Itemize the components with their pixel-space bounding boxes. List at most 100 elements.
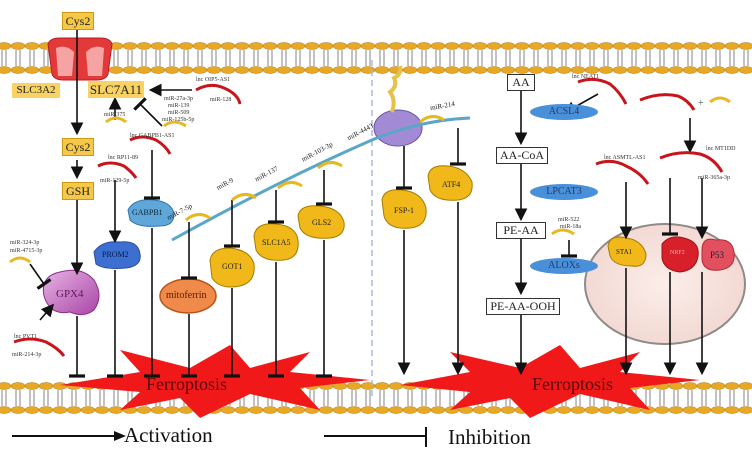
lipid-head (234, 406, 250, 414)
lipid-head (108, 66, 124, 74)
lipid-head (710, 382, 726, 390)
cys2-label: Cys2 (65, 14, 91, 28)
lipid-tail (141, 50, 147, 66)
sta1-label: STA1 (616, 248, 633, 256)
lnc-mt1dd-label: lnc MT1DD (706, 146, 736, 152)
lipid-tail (351, 50, 357, 66)
activation-arrow-icon (12, 431, 126, 441)
lipid-head (360, 406, 376, 414)
mir-137-mark (277, 181, 303, 190)
lnc-neat1-label: lnc NEAT1 (572, 74, 600, 80)
lipid-head (108, 406, 124, 414)
lipid-tail (687, 50, 693, 66)
aa-coa-box: AA-CoA (496, 147, 548, 164)
gsh-box: GSH (62, 182, 94, 200)
gls2-label: GLS2 (312, 218, 332, 227)
lipid-head (192, 42, 208, 50)
lipid-head (290, 66, 306, 74)
mir-509-label: miR-509 (168, 110, 190, 116)
lipid-tail (1, 390, 7, 406)
atf4-label: ATF4 (442, 180, 461, 189)
mir-4715-3p-label: miR-4715-3p (10, 248, 43, 254)
gsh-label: GSH (65, 184, 90, 198)
lipid-head (696, 406, 712, 414)
lipid-head (472, 66, 488, 74)
lipid-head (360, 382, 376, 390)
lipid-tail (729, 390, 735, 406)
lipid-head (178, 42, 194, 50)
lipid-head (416, 406, 432, 414)
lipid-head (570, 66, 586, 74)
lncrna-strands (13, 77, 724, 357)
lipid-head (626, 66, 642, 74)
lipid-head (612, 406, 628, 414)
lipid-head (262, 406, 278, 414)
legend-activation-label: Activation (124, 423, 213, 447)
lipid-tail (519, 50, 525, 66)
lipid-head (374, 66, 390, 74)
gpx4-protein (42, 269, 100, 316)
lipid-head (696, 66, 712, 74)
fsp1-protein (381, 189, 427, 229)
lipid-head (738, 406, 752, 414)
lipid-head (276, 406, 292, 414)
lipid-head (332, 66, 348, 74)
gabpb1-protein (127, 199, 175, 227)
ferroptosis-burst-left (60, 345, 370, 418)
lipid-tail (589, 50, 595, 66)
mir-139-label: miR-139 (168, 103, 190, 109)
lipid-head (150, 406, 166, 414)
lipid-head (10, 382, 26, 390)
lipid-head (346, 42, 362, 50)
gls2-protein (297, 205, 345, 239)
lipid-head (346, 382, 362, 390)
mir-522-label: miR-522 (558, 217, 580, 223)
lipid-head (220, 66, 236, 74)
lipid-head (542, 42, 558, 50)
lipid-head (24, 66, 40, 74)
lipid-head (626, 406, 642, 414)
lipid-tail (365, 390, 371, 406)
plus-sign: + (698, 98, 704, 109)
lipid-tail (365, 50, 371, 66)
lipid-head (682, 382, 698, 390)
lipid-head (528, 42, 544, 50)
lipid-tail (407, 50, 413, 66)
lpcat3-label: LPCAT3 (546, 186, 582, 197)
lnc-pvt1-strand (13, 337, 66, 357)
lipid-tail (323, 390, 329, 406)
lipid-head (374, 42, 390, 50)
lipid-head (318, 42, 334, 50)
mir-27a-3p-label: miR-27a-3p (164, 96, 193, 102)
lipid-tail (687, 390, 693, 406)
lipid-tail (449, 50, 455, 66)
lipid-head (584, 42, 600, 50)
lipid-head (52, 406, 68, 414)
lipid-head (318, 66, 334, 74)
lipid-head (332, 42, 348, 50)
lipid-head (500, 66, 516, 74)
inhibition-bar-icon (324, 427, 427, 447)
lipid-head (682, 406, 698, 414)
lipid-head (696, 382, 712, 390)
aloxs-label: ALOXs (548, 260, 580, 271)
p53-protein (701, 238, 735, 271)
cys2-extracellular-box: Cys2 (62, 12, 94, 30)
lipid-head (430, 66, 446, 74)
mrna-strand (171, 116, 471, 242)
mir-9-mark (231, 193, 257, 202)
lipid-head (150, 66, 166, 74)
aloxs-enzyme: ALOXs (530, 258, 598, 274)
lnc-gabpb1-as1-label: lnc GABPB1-AS1 (130, 133, 175, 139)
lipid-head (668, 66, 684, 74)
lipid-head (668, 42, 684, 50)
lipid-head (710, 66, 726, 74)
lipid-head (612, 66, 628, 74)
lnc-pvt1-label: lnc PVT1 (14, 334, 38, 340)
lnc-rp11-89-label: lnc RP11-89 (108, 155, 138, 161)
lipid-tail (29, 50, 35, 66)
lipid-head (416, 42, 432, 50)
lipid-head (122, 42, 138, 50)
sta1-protein (607, 236, 647, 267)
lipid-head (402, 66, 418, 74)
